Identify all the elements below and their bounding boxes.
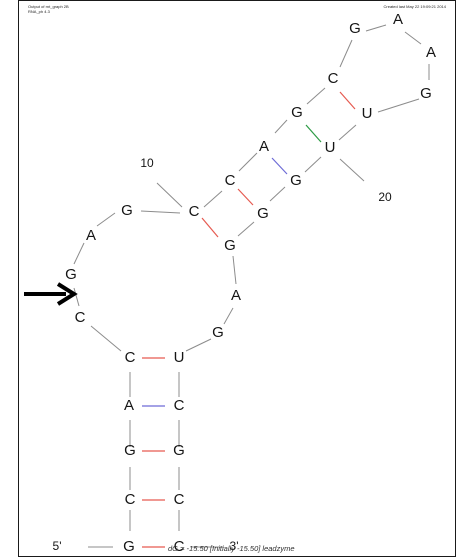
base-g-1: G <box>123 538 135 555</box>
base-g-22: G <box>257 205 269 222</box>
backbone-segment <box>339 39 353 68</box>
base-c-2: C <box>125 491 136 508</box>
five-prime-label: 5' <box>53 539 62 553</box>
base-c-30: C <box>174 538 185 555</box>
base-a-4: A <box>124 397 134 414</box>
base-c-5: C <box>125 349 136 366</box>
base-g-7: G <box>65 266 77 283</box>
backbone-segment <box>203 190 223 208</box>
header-left-text: Output of rnt_graph 2B RNA_ph 4.3 <box>28 4 69 14</box>
backbone-segment <box>73 287 80 307</box>
base-pair-au <box>271 157 288 175</box>
backbone-segment <box>304 156 322 173</box>
position-10-label: 10 <box>140 156 154 170</box>
base-a-25: G <box>212 324 224 341</box>
tick-line-10 <box>156 182 183 208</box>
backbone-segment <box>96 212 116 227</box>
three-prime-label: 3' <box>230 539 239 553</box>
base-c-14: C <box>328 70 339 87</box>
base-pairs <box>142 91 356 548</box>
backbone-segment <box>274 119 288 134</box>
base-g-24: A <box>231 287 241 304</box>
backbone-segment <box>365 24 387 32</box>
base-g-19: U <box>362 105 373 122</box>
base-g-13: G <box>291 104 303 121</box>
base-c-28: G <box>173 442 185 459</box>
base-a-8: A <box>86 227 96 244</box>
base-g-23: G <box>224 237 236 254</box>
tick-line-20 <box>339 158 365 182</box>
base-g-9: G <box>121 202 133 219</box>
backbone-segment <box>306 87 326 105</box>
base-g-3: G <box>124 442 136 459</box>
base-u-27: C <box>174 397 185 414</box>
base-a-16: A <box>393 11 403 28</box>
position-20-label: 20 <box>378 190 392 204</box>
backbone-segment <box>73 242 85 265</box>
diagram-frame <box>18 0 456 557</box>
backbone-segment <box>140 210 181 214</box>
base-pair-cg <box>237 188 254 206</box>
backbone-segment <box>269 186 286 202</box>
backbone-segment <box>237 221 255 237</box>
backbone-segment <box>404 31 422 45</box>
backbone-segment <box>223 307 234 325</box>
header-right-text: Created last May 22 19:09:21 2014 <box>383 4 447 9</box>
base-pair-cg <box>339 91 356 110</box>
base-c-11: C <box>225 172 236 189</box>
base-g-15: G <box>349 20 361 37</box>
base-a-12: A <box>259 138 269 155</box>
backbone <box>73 24 430 548</box>
base-pair-gu <box>305 124 322 143</box>
backbone-segment <box>90 325 122 352</box>
base-g-29: C <box>174 491 185 508</box>
cleavage-arrow <box>24 282 78 306</box>
base-a-17: A <box>426 44 436 61</box>
backbone-segment <box>338 124 357 141</box>
base-u-21: G <box>290 172 302 189</box>
base-g-26: U <box>174 349 185 366</box>
energy-footer: dG = -15.50 [Initially -15.50] leadzyme <box>168 544 295 553</box>
base-pair-cg <box>201 217 219 238</box>
backbone-segment <box>232 255 237 285</box>
base-c-10: C <box>189 203 200 220</box>
backbone-segment <box>185 338 212 352</box>
backbone-segment <box>238 152 258 172</box>
base-c-6: C <box>75 309 86 326</box>
base-u-20: U <box>325 139 336 156</box>
arrow-head-icon <box>56 282 78 306</box>
backbone-segment <box>377 98 420 113</box>
base-a-18: G <box>420 85 432 102</box>
